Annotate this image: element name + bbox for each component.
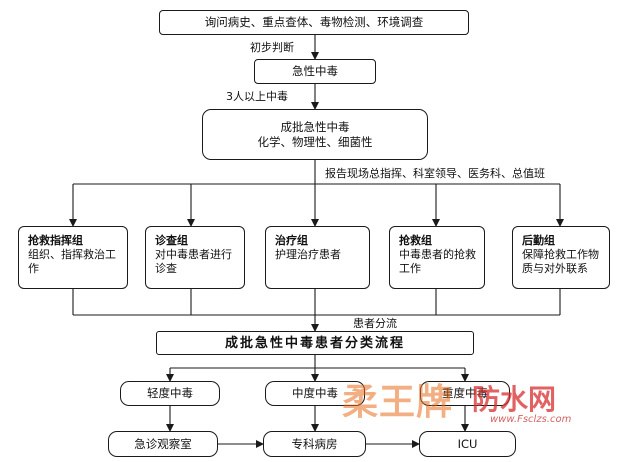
edge-label-three-plus: 3人以上中毒 — [226, 90, 288, 103]
level-severe-text: 重度中毒 — [442, 386, 488, 400]
team-diagnosis-title: 诊查组 — [155, 234, 188, 247]
dest-observation: 急诊观察室 — [108, 431, 218, 457]
level-moderate: 中度中毒 — [265, 381, 365, 406]
team-logistics: 后勤组 保障抢救工作物质与对外联系 — [512, 226, 610, 289]
dest-observation-text: 急诊观察室 — [134, 436, 192, 451]
team-treatment: 治疗组 护理治疗患者 — [265, 226, 370, 289]
level-mild: 轻度中毒 — [120, 381, 220, 406]
team-command-title: 抢救指挥组 — [28, 234, 83, 247]
team-rescue-title: 抢救组 — [399, 234, 432, 247]
level-severe: 重度中毒 — [420, 381, 510, 406]
node-history-exam: 询问病史、重点查体、毒物检测、环境调查 — [159, 10, 469, 35]
team-treatment-desc: 护理治疗患者 — [275, 248, 341, 261]
team-diagnosis-desc: 对中毒患者进行诊查 — [155, 248, 232, 275]
node-history-exam-text: 询问病史、重点查体、毒物检测、环境调查 — [204, 15, 424, 29]
level-moderate-text: 中度中毒 — [292, 386, 338, 400]
node-acute-poisoning-text: 急性中毒 — [292, 64, 338, 78]
team-logistics-desc: 保障抢救工作物质与对外联系 — [522, 248, 599, 275]
edge-label-report: 报告现场总指挥、科室领导、医务科、总值班 — [325, 167, 545, 180]
edge-label-initial-judgment: 初步判断 — [250, 41, 294, 54]
team-command-desc: 组织、指挥救治工作 — [28, 248, 116, 275]
dest-icu: ICU — [419, 431, 516, 457]
dest-specialty-ward: 专科病房 — [263, 431, 366, 457]
node-triage-process-title-text: 成批急性中毒患者分类流程 — [224, 335, 405, 351]
team-rescue: 抢救组 中毒患者的抢救工作 — [389, 226, 485, 289]
team-diagnosis: 诊查组 对中毒患者进行诊查 — [145, 226, 245, 289]
edge-label-triage: 患者分流 — [353, 317, 397, 330]
team-rescue-desc: 中毒患者的抢救工作 — [399, 248, 476, 275]
dest-icu-text: ICU — [457, 436, 478, 451]
team-command: 抢救指挥组 组织、指挥救治工作 — [18, 226, 128, 289]
dest-specialty-ward-text: 专科病房 — [291, 436, 338, 451]
level-mild-text: 轻度中毒 — [147, 386, 193, 400]
team-treatment-title: 治疗组 — [275, 234, 308, 247]
node-mass-poisoning-line2: 化学、物理性、细菌性 — [257, 134, 373, 149]
node-mass-poisoning: 成批急性中毒 化学、物理性、细菌性 — [202, 109, 428, 160]
node-acute-poisoning: 急性中毒 — [254, 59, 376, 84]
node-triage-process-title: 成批急性中毒患者分类流程 — [156, 331, 474, 355]
team-logistics-title: 后勤组 — [522, 234, 555, 247]
node-mass-poisoning-line1: 成批急性中毒 — [280, 119, 350, 134]
